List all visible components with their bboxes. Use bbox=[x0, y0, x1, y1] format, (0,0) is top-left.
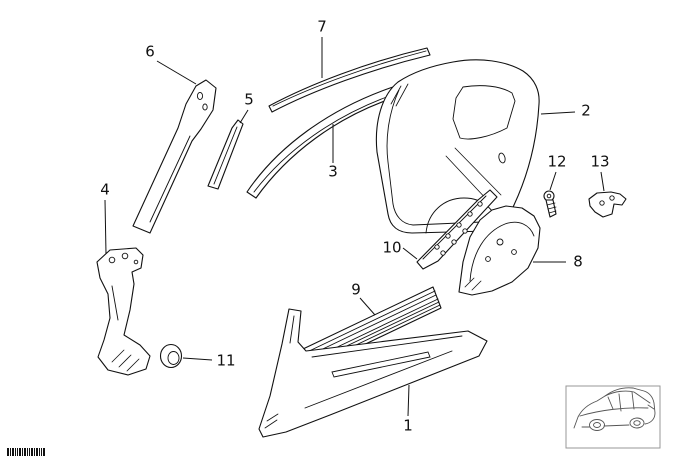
grommet-part bbox=[159, 343, 183, 369]
bracket-hole bbox=[511, 249, 517, 255]
crease-line bbox=[445, 155, 491, 204]
rocker-panel-outline bbox=[258, 308, 488, 438]
perforated-plate-part bbox=[416, 189, 498, 270]
callout-13[interactable]: 13 bbox=[590, 152, 610, 171]
door-opening-inner-line bbox=[386, 89, 483, 226]
quarter-window-opening bbox=[452, 85, 516, 140]
a-pillar-inner-part bbox=[132, 79, 217, 234]
screw-head-center bbox=[546, 193, 552, 199]
pillar-hatch bbox=[390, 85, 402, 105]
screw-thread bbox=[548, 210, 557, 214]
a-pillar-inner-line bbox=[149, 135, 191, 223]
flange-hole bbox=[133, 259, 139, 265]
screw-part bbox=[543, 190, 557, 218]
pillar-lower-inner-line bbox=[111, 285, 119, 321]
callout-9[interactable]: 9 bbox=[351, 280, 361, 299]
rocker-bottom-inner-line bbox=[304, 350, 453, 409]
roof-rail-strip-part bbox=[268, 47, 431, 113]
callout-4[interactable]: 4 bbox=[100, 180, 110, 199]
leader-line-11 bbox=[182, 357, 213, 361]
leader-line-5 bbox=[239, 109, 249, 124]
plate-hole bbox=[477, 201, 483, 207]
sill-strip-line bbox=[304, 290, 436, 354]
rocker-foot-hatch bbox=[266, 413, 279, 422]
quarter-hole bbox=[498, 152, 506, 164]
plate-hole bbox=[440, 250, 446, 256]
front-pillar-lower-outline bbox=[96, 247, 151, 376]
rocker-top-inner-line bbox=[311, 335, 463, 358]
callout-8[interactable]: 8 bbox=[573, 252, 583, 271]
rear-wheelhouse-bracket-part bbox=[458, 205, 541, 296]
plate-hole bbox=[445, 233, 451, 239]
leader-lines bbox=[104, 37, 605, 417]
callout-12[interactable]: 12 bbox=[547, 152, 567, 171]
roof-rail-strip-outline bbox=[268, 47, 431, 113]
leader-line-10 bbox=[402, 247, 418, 260]
retainer-bracket-outline bbox=[588, 191, 627, 218]
car-thumbnail-icon bbox=[573, 387, 656, 431]
rocker-foot-hatch bbox=[264, 419, 278, 429]
grommet-outer bbox=[159, 343, 183, 369]
bracket-hatch bbox=[464, 277, 475, 288]
leader-line-9 bbox=[359, 297, 376, 316]
callout-3[interactable]: 3 bbox=[328, 162, 338, 181]
thumbnail-box bbox=[565, 385, 661, 449]
callout-1[interactable]: 1 bbox=[403, 416, 413, 435]
callout-2[interactable]: 2 bbox=[581, 101, 591, 120]
front-pillar-lower-part bbox=[96, 247, 151, 376]
wheelhouse-bracket-inner-arc bbox=[469, 221, 535, 282]
callout-7[interactable]: 7 bbox=[317, 17, 327, 36]
rocker-panel-part bbox=[258, 308, 488, 438]
pillar-strip-part bbox=[207, 119, 244, 190]
bracket-hole bbox=[485, 256, 491, 262]
leader-line-4 bbox=[104, 199, 107, 255]
grommet-inner bbox=[167, 351, 180, 365]
foot-hatch bbox=[126, 358, 140, 372]
pillar-hole bbox=[202, 103, 208, 111]
leader-line-6 bbox=[156, 60, 197, 85]
retainer-hole bbox=[599, 200, 605, 206]
a-pillar-inner-outline bbox=[132, 79, 217, 234]
callout-10[interactable]: 10 bbox=[382, 238, 402, 257]
callout-5[interactable]: 5 bbox=[244, 90, 254, 109]
diagram-code-mark bbox=[7, 448, 45, 456]
perforated-plate-inner-line bbox=[422, 195, 487, 260]
screw-thread bbox=[546, 202, 556, 206]
leader-line-13 bbox=[600, 171, 605, 192]
plate-hole bbox=[451, 239, 457, 245]
pillar-hatch bbox=[395, 83, 409, 107]
bracket-hole bbox=[496, 238, 504, 246]
plate-hole bbox=[462, 228, 468, 234]
wheelhouse-bracket-outline bbox=[458, 205, 541, 296]
foot-hatch bbox=[118, 354, 132, 368]
sill-strip-line bbox=[305, 294, 437, 358]
pillar-hole bbox=[196, 91, 204, 101]
rocker-pillar-inner-line bbox=[289, 315, 295, 344]
foot-hatch bbox=[111, 349, 125, 363]
roof-rail-strip-inner-line bbox=[272, 50, 427, 107]
plate-hole bbox=[467, 211, 473, 217]
rocker-slot bbox=[331, 351, 431, 378]
flange-hole bbox=[108, 256, 116, 264]
leader-line-1 bbox=[407, 384, 410, 417]
plate-hole bbox=[456, 222, 462, 228]
callout-11[interactable]: 11 bbox=[216, 351, 236, 370]
leader-line-2 bbox=[540, 111, 576, 115]
crease-line bbox=[454, 147, 502, 196]
flange-hole bbox=[121, 252, 129, 260]
screw-thread bbox=[547, 206, 557, 210]
retainer-bracket-part bbox=[588, 191, 627, 218]
pillar-strip-inner-line bbox=[213, 126, 238, 185]
plate-hole bbox=[434, 244, 440, 250]
retainer-hole bbox=[609, 195, 615, 201]
bracket-hatch bbox=[471, 280, 482, 291]
leader-line-12 bbox=[549, 171, 557, 191]
callout-6[interactable]: 6 bbox=[145, 42, 155, 61]
car-thumbnail bbox=[565, 385, 661, 449]
